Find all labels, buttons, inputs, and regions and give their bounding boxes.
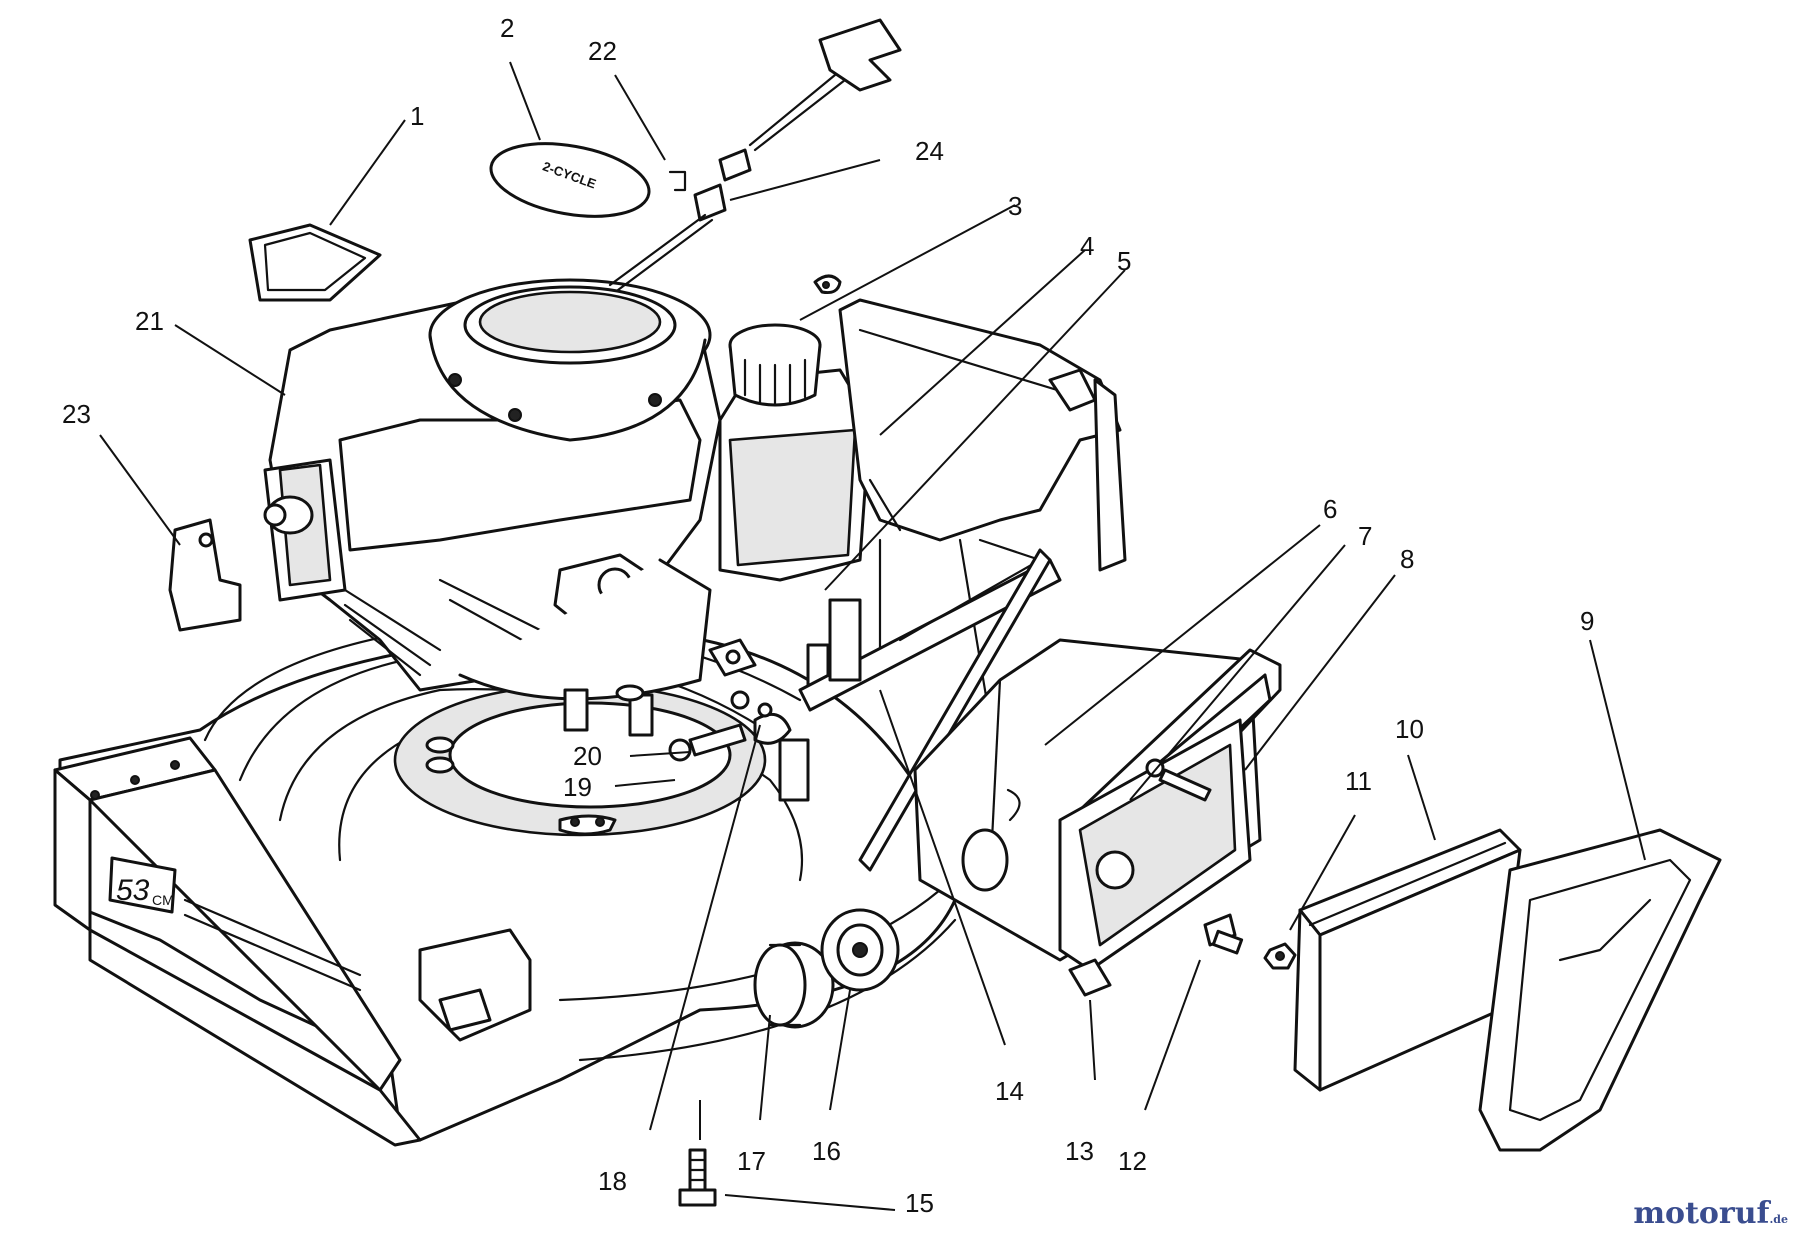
clip-part-3 [813, 274, 842, 294]
callout-19: 19 [563, 772, 592, 802]
watermark-logo: motoruf.de [1633, 1196, 1788, 1231]
watermark-suffix: .de [1769, 1213, 1788, 1226]
fuel-tank [718, 323, 872, 582]
callout-18: 18 [598, 1166, 627, 1196]
callout-10: 10 [1395, 714, 1424, 744]
deck-size-number: 53 [116, 874, 150, 907]
gasket-part-1 [248, 223, 382, 302]
deck-size-label: 53 CM [108, 856, 177, 914]
callout-labels: 1 2 3 4 5 6 7 8 9 10 11 12 13 14 15 16 1… [62, 13, 1594, 1218]
air-filter-cover [1478, 828, 1722, 1152]
callout-12: 12 [1118, 1146, 1147, 1176]
callout-8: 8 [1400, 544, 1414, 574]
air-cleaner-assembly [913, 638, 1297, 997]
callout-2: 2 [500, 13, 514, 43]
deck-size-unit: CM [152, 892, 174, 908]
watermark-brand: motoruf [1633, 1196, 1770, 1231]
callout-3: 3 [1008, 191, 1022, 221]
callout-16: 16 [812, 1136, 841, 1166]
callout-6: 6 [1323, 494, 1337, 524]
callout-5: 5 [1117, 246, 1131, 276]
pulley-part-16 [820, 908, 900, 992]
callout-17: 17 [737, 1146, 766, 1176]
callout-13: 13 [1065, 1136, 1094, 1166]
callout-14: 14 [995, 1076, 1024, 1106]
rear-housing [798, 298, 1127, 872]
pulley-part-17 [753, 941, 835, 1029]
callout-7: 7 [1358, 521, 1372, 551]
engine-assembly [263, 278, 830, 836]
callout-4: 4 [1080, 231, 1094, 261]
callout-11: 11 [1345, 766, 1372, 796]
dipstick-assembly [608, 18, 902, 292]
callout-23: 23 [62, 399, 91, 429]
fitting-parts [668, 690, 792, 762]
callout-21: 21 [135, 306, 164, 336]
callout-9: 9 [1580, 606, 1594, 636]
plate-part-23 [168, 518, 242, 632]
callout-15: 15 [905, 1188, 934, 1218]
air-filter-element [1293, 828, 1522, 1092]
bolt-part-15 [678, 1148, 717, 1207]
callout-20: 20 [573, 741, 602, 771]
leader-lines [99, 61, 1646, 1211]
callout-22: 22 [588, 36, 617, 66]
callout-1: 1 [410, 101, 424, 131]
engine-cover-2: 2-CYCLE [489, 142, 651, 218]
callout-24: 24 [915, 136, 944, 166]
